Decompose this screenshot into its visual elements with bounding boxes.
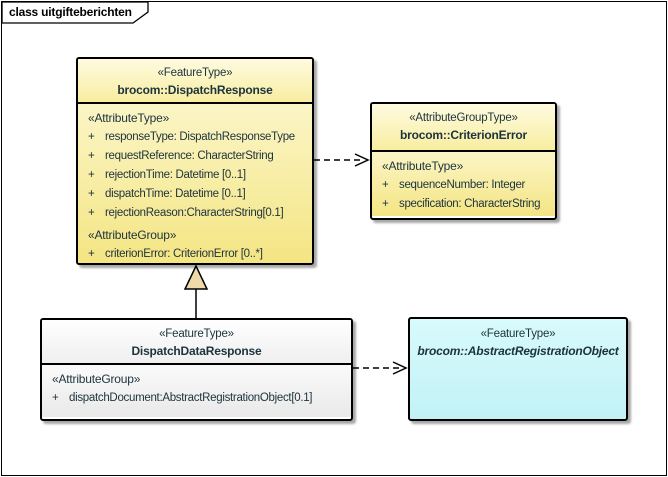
attribute-row: + specification: CharacterString xyxy=(372,195,555,214)
class-name: brocom::DispatchResponse xyxy=(117,83,273,97)
stereotype-label: «FeatureType» xyxy=(157,67,233,79)
attribute-type-section-label: «AttributeType» xyxy=(88,111,170,125)
frame-tab-label: class uitgifteberichten xyxy=(9,5,132,19)
attributes-compartment: «AttributeType» + responseType: DispatchR… xyxy=(78,104,312,263)
visibility-prefix: + xyxy=(88,248,95,260)
stereotype-label: «FeatureType» xyxy=(159,328,234,340)
attribute-row: + rejectionReason:CharacterString[0.1] xyxy=(78,204,312,223)
visibility-prefix: + xyxy=(382,198,389,210)
attributes-compartment: «AttributeGroup» + dispatchDocument:Abstr… xyxy=(42,365,351,417)
class-header: «FeatureType» brocom::AbstractRegistrati… xyxy=(410,319,626,360)
class-name: brocom::CriterionError xyxy=(400,128,527,142)
stereotype-label: «AttributeGroupType» xyxy=(409,112,518,124)
attribute-row: + sequenceNumber: Integer xyxy=(372,176,555,195)
attribute-text: criterionError: CriterionError [0..*] xyxy=(105,248,263,260)
attribute-text: rejectionTime: Datetime [0..1] xyxy=(105,169,246,181)
class-name: DispatchDataResponse xyxy=(131,344,262,358)
visibility-prefix: + xyxy=(88,207,95,219)
attribute-text: dispatchTime: Datetime [0..1] xyxy=(105,188,246,200)
attribute-text: sequenceNumber: Integer xyxy=(399,179,526,191)
visibility-prefix: + xyxy=(88,150,95,162)
attribute-group-section-label: «AttributeGroup» xyxy=(52,372,141,386)
attribute-text: dispatchDocument:AbstractRegistrationObj… xyxy=(69,392,313,404)
visibility-prefix: + xyxy=(88,188,95,200)
attribute-text: specification: CharacterString xyxy=(399,198,541,210)
class-header: «FeatureType» brocom::DispatchResponse xyxy=(78,59,312,104)
class-name: brocom::AbstractRegistrationObject xyxy=(417,344,619,358)
attribute-row: + dispatchTime: Datetime [0..1] xyxy=(78,185,312,204)
attribute-row: + dispatchDocument:AbstractRegistrationOb… xyxy=(42,389,351,408)
attribute-text: responseType: DispatchResponseType xyxy=(105,131,295,143)
attribute-type-section-label: «AttributeType» xyxy=(382,159,464,173)
attribute-text: rejectionReason:CharacterString[0.1] xyxy=(105,207,284,219)
open-arrowhead-icon xyxy=(354,153,370,167)
visibility-prefix: + xyxy=(88,169,95,181)
dependency-connector-abstract-registration-object[interactable] xyxy=(353,361,408,375)
attribute-group-section-label: «AttributeGroup» xyxy=(88,228,177,242)
attribute-row: + requestReference: CharacterString xyxy=(78,147,312,166)
class-box-dispatch-data-response[interactable]: «FeatureType» DispatchDataResponse «Attr… xyxy=(40,318,353,421)
attribute-row: + responseType: DispatchResponseType xyxy=(78,128,312,147)
attribute-row: + rejectionTime: Datetime [0..1] xyxy=(78,166,312,185)
visibility-prefix: + xyxy=(88,131,95,143)
attribute-row: + criterionError: CriterionError [0..*] xyxy=(78,245,312,264)
visibility-prefix: + xyxy=(382,179,389,191)
class-box-criterion-error[interactable]: «AttributeGroupType» brocom::CriterionEr… xyxy=(370,102,557,220)
generalization-triangle-icon xyxy=(183,264,209,290)
class-box-abstract-registration-object[interactable]: «FeatureType» brocom::AbstractRegistrati… xyxy=(408,317,628,421)
stereotype-label: «FeatureType» xyxy=(480,328,556,340)
class-header: «AttributeGroupType» brocom::CriterionEr… xyxy=(372,104,555,152)
attributes-compartment: «AttributeType» + sequenceNumber: Integer… xyxy=(372,152,555,216)
attribute-text: requestReference: CharacterString xyxy=(105,150,274,162)
visibility-prefix: + xyxy=(52,392,59,404)
class-header: «FeatureType» DispatchDataResponse xyxy=(42,320,351,365)
class-box-dispatch-response[interactable]: «FeatureType» brocom::DispatchResponse «… xyxy=(76,57,314,265)
open-arrowhead-icon xyxy=(392,361,408,375)
dependency-connector-criterion-error[interactable] xyxy=(314,153,370,167)
generalization-connector-dispatch-response[interactable] xyxy=(183,264,209,318)
